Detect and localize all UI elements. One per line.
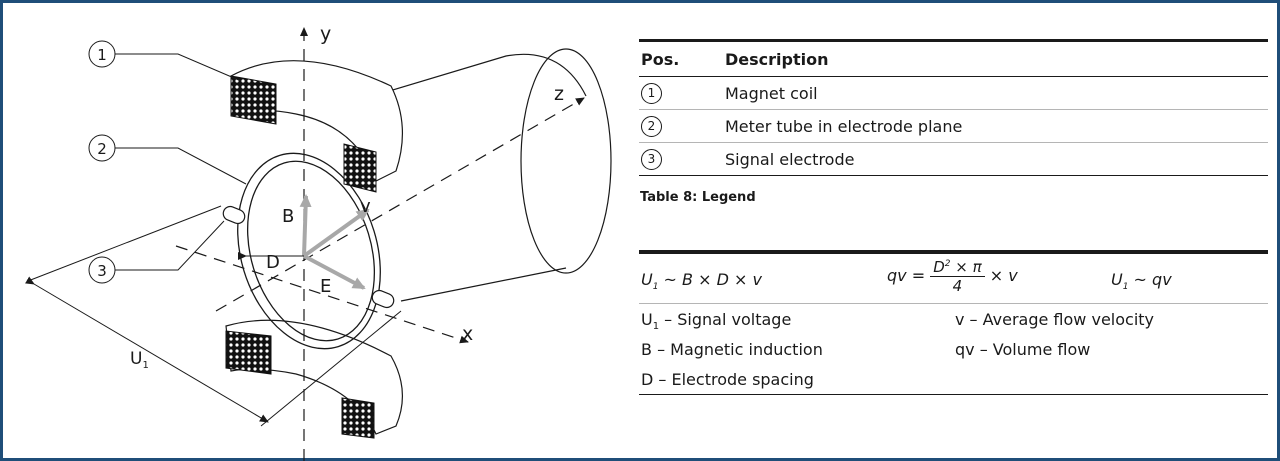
vector-b-label: B bbox=[282, 206, 294, 227]
pos-number: 3 bbox=[641, 149, 662, 170]
symbol-u1: U1 – Signal voltage bbox=[641, 310, 792, 333]
flowmeter-diagram: y z x B v E D U1 1 2 bbox=[25, 23, 612, 461]
signal-electrodes bbox=[222, 205, 395, 309]
symbol-v: v – Average flow velocity bbox=[955, 310, 1154, 329]
dimension-d-label: D bbox=[266, 252, 280, 273]
table-top-rule bbox=[639, 39, 1268, 42]
symbol-d: D – Electrode spacing bbox=[641, 370, 814, 389]
row-description: Magnet coil bbox=[725, 83, 818, 103]
symbol-b: B – Magnetic induction bbox=[641, 340, 823, 359]
formula-separator bbox=[639, 303, 1268, 304]
pos-number: 2 bbox=[641, 116, 662, 137]
legend-table: Pos. Description 1 Magnet coil 2 Meter t… bbox=[639, 39, 1268, 176]
header-pos: Pos. bbox=[641, 49, 680, 69]
symbol-qv: qv – Volume flow bbox=[955, 340, 1091, 359]
meter-tube-body bbox=[305, 48, 612, 302]
svg-text:1: 1 bbox=[97, 46, 107, 64]
formula-proportional: U1 ~ qv bbox=[1111, 270, 1172, 293]
callout-3: 3 bbox=[88, 220, 225, 284]
row-description: Meter tube in electrode plane bbox=[725, 116, 963, 136]
formula-top-rule bbox=[639, 250, 1268, 254]
callout-2: 2 bbox=[88, 134, 247, 185]
vectors bbox=[299, 194, 370, 290]
axis-x-label: x bbox=[462, 323, 473, 345]
axes bbox=[175, 27, 585, 461]
top-magnet-coil bbox=[230, 60, 403, 193]
table-row: 1 Magnet coil bbox=[639, 77, 1268, 110]
formula-bottom-rule bbox=[639, 394, 1268, 395]
dimension-u1 bbox=[25, 205, 402, 427]
vector-v-label: v bbox=[360, 196, 371, 217]
pos-number: 1 bbox=[641, 83, 662, 104]
formula-signal-voltage: U1 ~ B × D × v bbox=[641, 270, 762, 293]
table-row: 3 Signal electrode bbox=[639, 143, 1268, 176]
table-caption: Table 8: Legend bbox=[640, 190, 756, 205]
callout-1: 1 bbox=[88, 40, 242, 82]
meter-tube-electrode-plane bbox=[237, 152, 381, 350]
axis-z-label: z bbox=[554, 83, 564, 105]
svg-text:2: 2 bbox=[97, 140, 107, 158]
dimension-u1-label: U1 bbox=[130, 349, 149, 371]
axis-y-label: y bbox=[320, 23, 331, 45]
table-row: 2 Meter tube in electrode plane bbox=[639, 110, 1268, 143]
bottom-magnet-coil bbox=[225, 319, 404, 439]
row-description: Signal electrode bbox=[725, 149, 855, 169]
vector-e-label: E bbox=[320, 276, 331, 297]
header-description: Description bbox=[725, 49, 829, 69]
table-header: Pos. Description bbox=[639, 42, 1268, 77]
svg-text:3: 3 bbox=[97, 262, 107, 280]
